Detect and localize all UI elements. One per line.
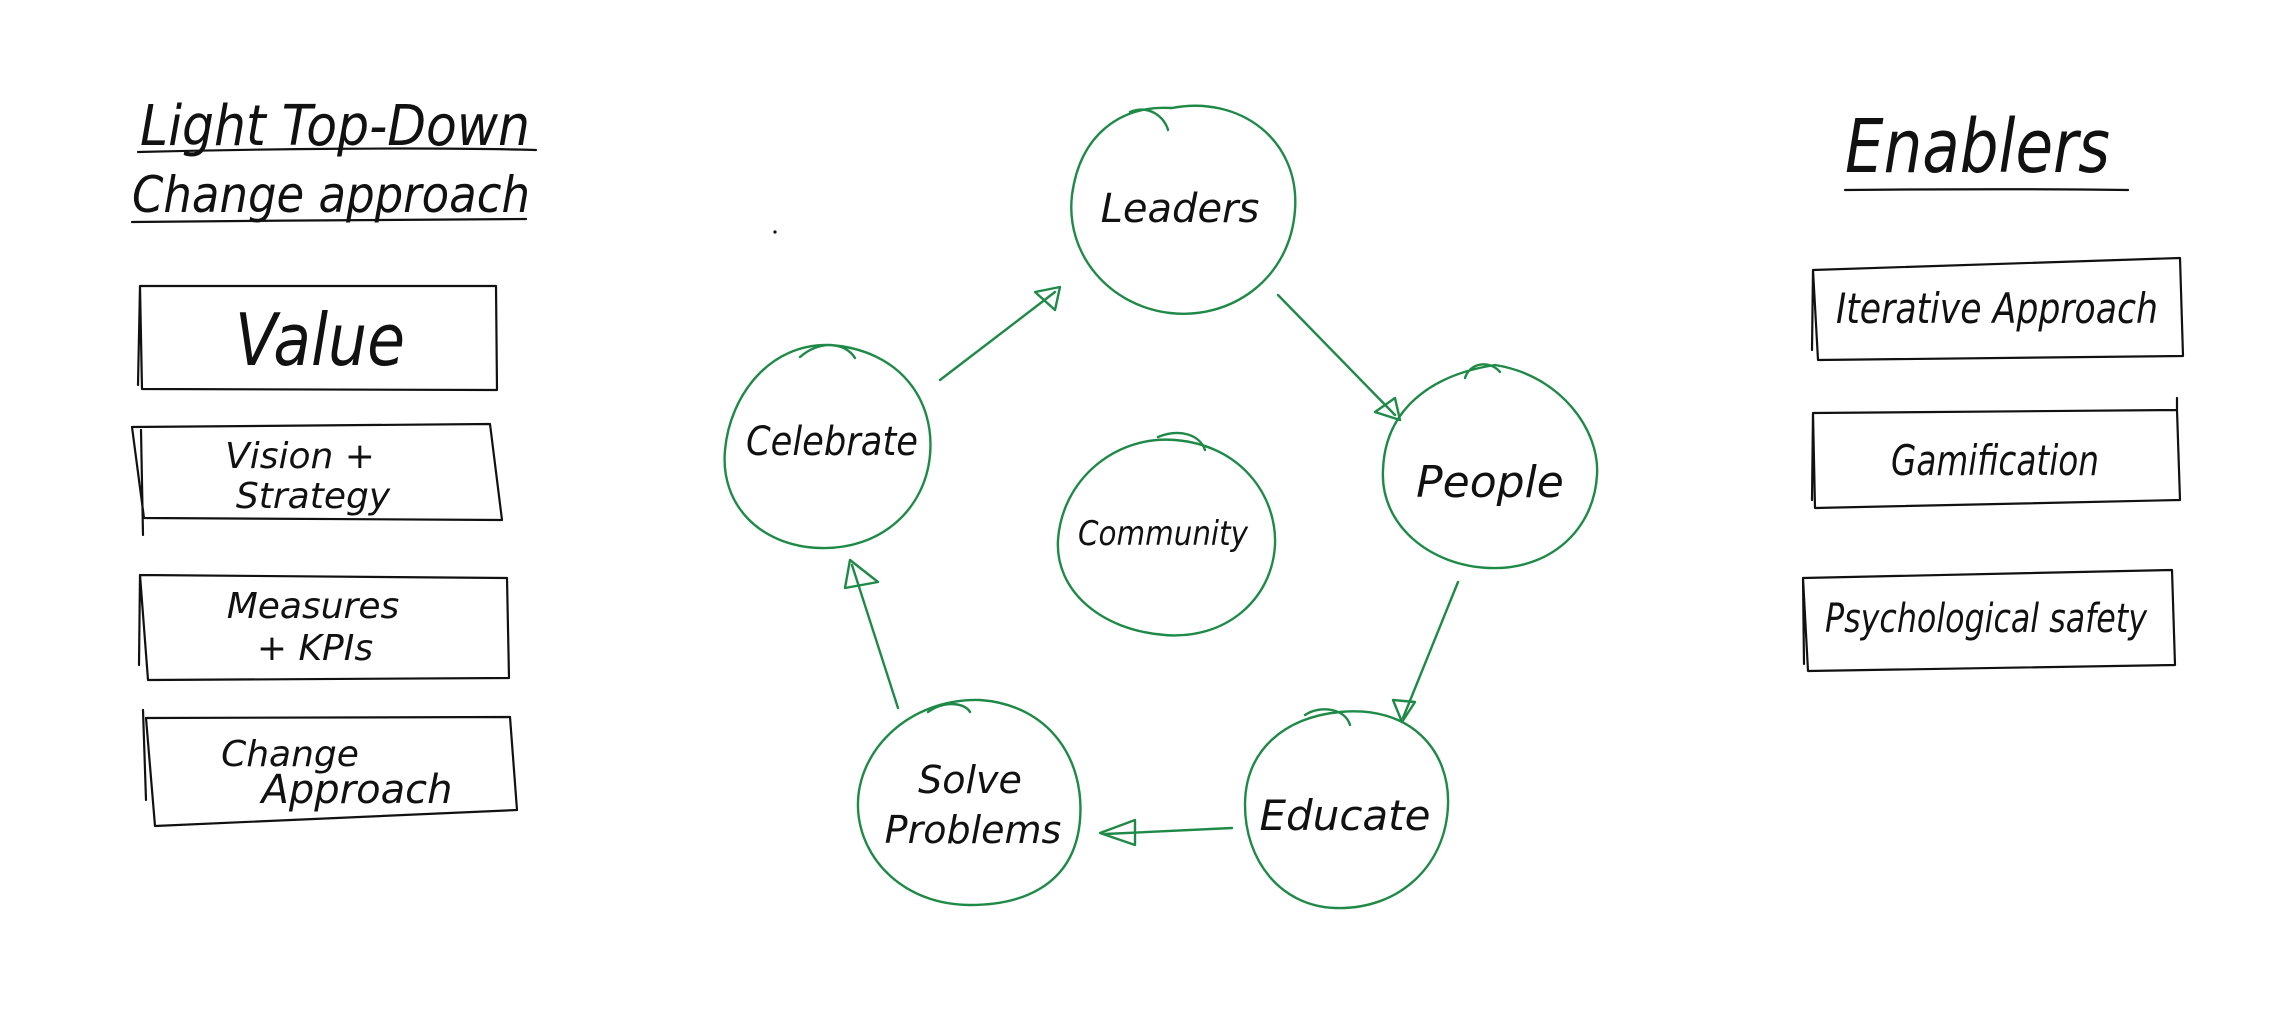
left-title-underline2 [130, 217, 528, 224]
left-title-underline1 [136, 147, 538, 154]
gamification-box [1810, 396, 2182, 510]
arrow-solve-to-celebrate [843, 558, 900, 710]
community-circle [1056, 431, 1277, 637]
vision-strategy-line2: Strategy [236, 476, 391, 517]
arrow-people-to-educate [1391, 580, 1460, 724]
value-box-label: Value [235, 298, 405, 382]
left-title-line2: Change approach [132, 166, 530, 224]
vision-strategy-line1: Vision + [225, 436, 375, 477]
arrow-educate-to-solve [1098, 818, 1234, 847]
iterative-approach-box [1810, 256, 2185, 362]
vision-strategy-box [130, 422, 504, 537]
problems-label: Problems [885, 808, 1062, 852]
measures-kpis-box [137, 573, 511, 682]
psychological-safety-label: Psychological safety [1825, 596, 2148, 642]
celebrate-label: Celebrate [746, 419, 918, 465]
people-circle [1381, 363, 1599, 570]
enablers-title: Enablers [1845, 104, 2110, 190]
people-label: People [1416, 457, 1564, 508]
leaders-circle [1070, 104, 1297, 315]
iterative-approach-label: Iterative Approach [1836, 284, 2158, 333]
change-approach-line2: Approach [259, 767, 453, 813]
stray-dot [773, 230, 777, 234]
arrow-leaders-to-people [1276, 293, 1402, 422]
arrow-celebrate-to-leaders [938, 285, 1062, 382]
measures-kpis-line2: + KPIs [257, 628, 373, 669]
change-approach-line1: Change [221, 734, 359, 775]
solve-problems-circle [856, 698, 1082, 907]
cycle-section: Leaders People Educate Solve Problems Ce… [723, 104, 1599, 910]
celebrate-circle [723, 343, 932, 550]
educate-label: Educate [1260, 791, 1431, 840]
value-box [136, 284, 499, 392]
measures-kpis-line1: Measures [227, 586, 400, 627]
community-label: Community [1078, 514, 1249, 554]
solve-label: Solve [918, 758, 1022, 802]
change-approach-box [141, 708, 519, 828]
psychological-safety-box [1801, 568, 2177, 673]
gamification-label: Gamification [1891, 436, 2099, 485]
right-section: Enablers Iterative Approach Gamification… [1801, 104, 2185, 673]
enablers-underline [1843, 188, 2130, 192]
educate-circle [1243, 708, 1450, 910]
left-section: Light Top-Down Change approach Value Vis… [130, 94, 777, 828]
leaders-label: Leaders [1101, 186, 1260, 232]
